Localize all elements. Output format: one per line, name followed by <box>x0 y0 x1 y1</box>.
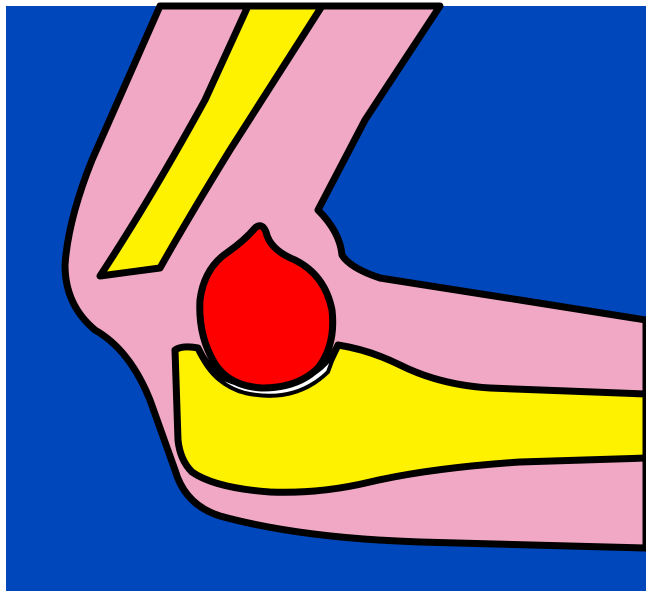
elbow-illustration <box>0 0 646 597</box>
elbow-diagram-canvas <box>0 0 646 597</box>
